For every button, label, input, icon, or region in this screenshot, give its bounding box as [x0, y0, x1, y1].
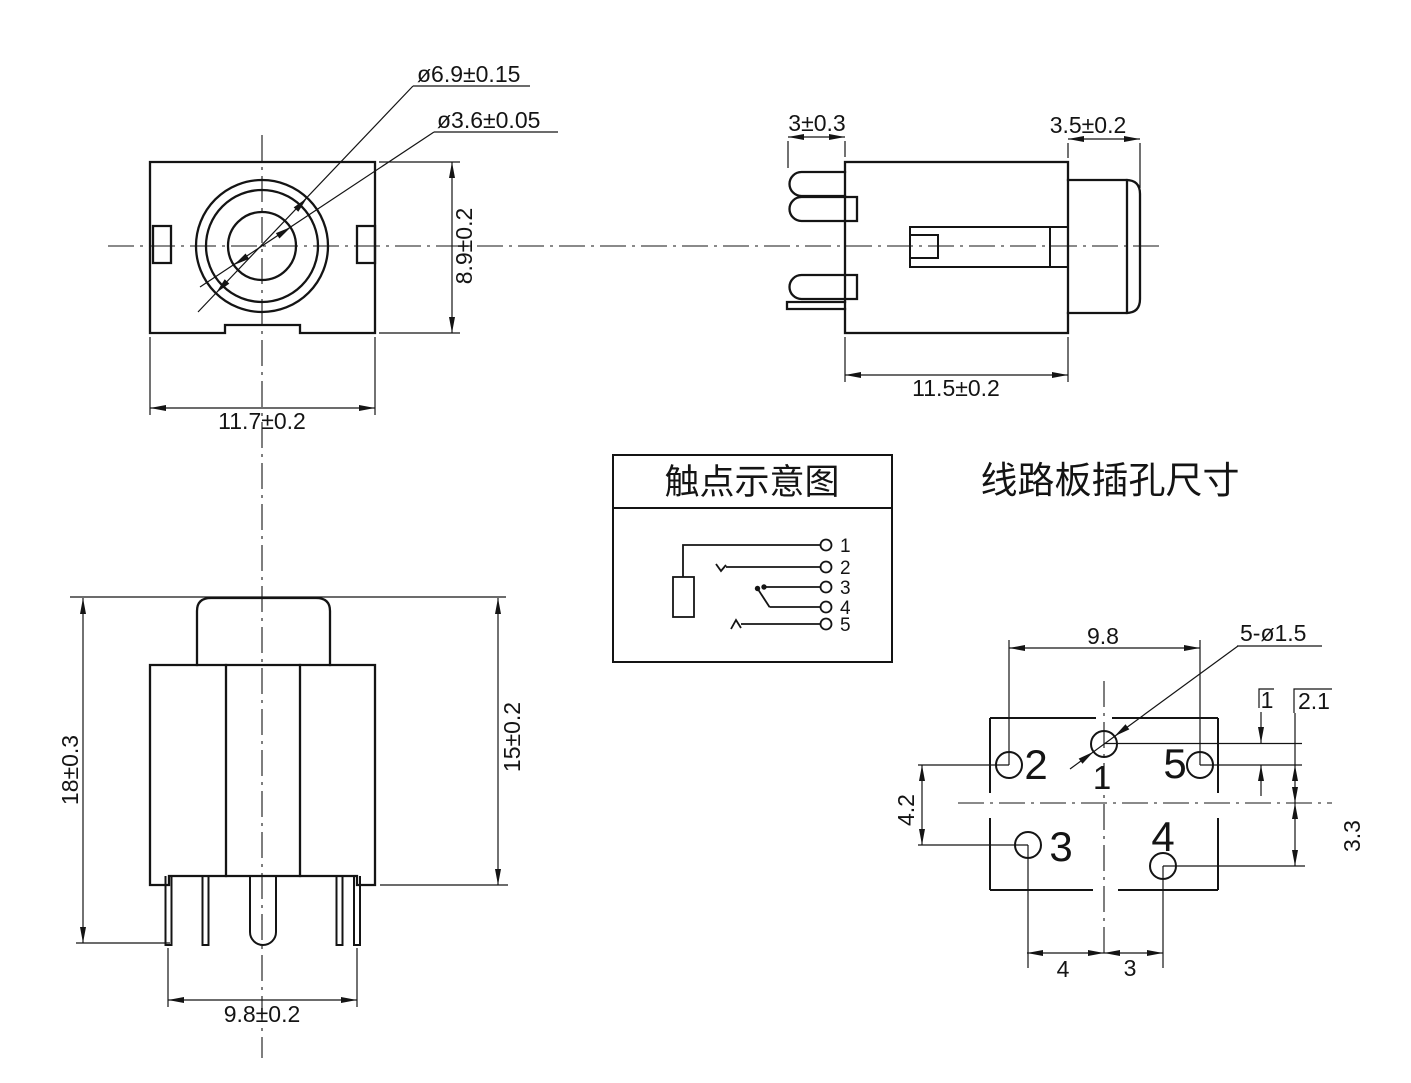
dim-row-offset-right: 3.3 [1339, 820, 1365, 852]
terminal-circle-1 [819, 538, 833, 552]
dim-front-height: 8.9±0.2 [451, 208, 477, 285]
terminal-label-2: 2 [840, 558, 851, 579]
dim-front-width: 11.7±0.2 [218, 408, 306, 434]
pad-label-2: 2 [1024, 741, 1047, 788]
dim-offset-2: 2.1 [1298, 688, 1330, 714]
switch-arm [756, 588, 771, 608]
terminal-circle-5 [819, 617, 833, 631]
contact-box [612, 454, 893, 663]
front-left-tab [151, 224, 173, 265]
wire-terminal-1 [682, 544, 821, 577]
dim-offset-1: 1 [1261, 687, 1274, 713]
bottom-view: 18±0.3 15±0.2 9.8±0.2 [57, 596, 525, 1027]
pad-label-1: 1 [1093, 759, 1111, 796]
side-pin-top [788, 170, 847, 198]
front-body-outline [148, 160, 377, 335]
contact-diagram-title: 触点示意图 [664, 463, 839, 502]
side-pin-flat [785, 300, 847, 311]
inner-circle [226, 210, 298, 282]
dim-tip: 3.5±0.2 [1050, 112, 1127, 138]
dim-body-height: 15±0.2 [499, 702, 525, 772]
outer-circle [194, 178, 330, 314]
side-barrel [1066, 178, 1142, 315]
dim-overall-height: 18±0.3 [57, 735, 83, 805]
front-view: ø6.9±0.15 ø3.6±0.05 8.9±0.2 11.7±0.2 [148, 61, 558, 434]
terminal-circle-3 [819, 580, 833, 594]
terminal-label-5: 5 [840, 615, 851, 636]
bottom-pin-2 [201, 876, 210, 946]
ref-bracket [1293, 688, 1332, 713]
contact-hook-5 [730, 618, 742, 630]
dim-hole-pitch: 9.8 [1087, 623, 1119, 649]
leader-hole-spec [1069, 645, 1239, 770]
dim-outer-diameter: ø6.9±0.15 [417, 61, 520, 87]
bottom-pin-5 [353, 876, 361, 946]
side-slot [909, 226, 1068, 268]
pad-label-5: 5 [1163, 740, 1186, 787]
bottom-cap [195, 596, 332, 667]
dim-hole-spec: 5-ø1.5 [1240, 620, 1306, 646]
leader-outer-dia [197, 85, 414, 313]
dim-bottom-right: 3 [1124, 955, 1137, 981]
pcb-layout-title: 线路板插孔尺寸 [981, 460, 1240, 501]
dim-body-length: 11.5±0.2 [912, 375, 1000, 401]
side-pin-upper [788, 195, 859, 223]
terminal-label-4: 4 [840, 598, 851, 619]
bottom-body-outline [148, 663, 377, 887]
side-body-outline [843, 160, 1070, 335]
terminal-circle-2 [819, 560, 833, 574]
terminal-label-3: 3 [840, 578, 851, 599]
dim-pin-length: 3±0.3 [788, 110, 845, 136]
terminal-label-1: 1 [840, 536, 851, 557]
bottom-pin-center [249, 876, 277, 946]
middle-circle [204, 188, 320, 304]
dim-pin-span: 9.8±0.2 [224, 1001, 301, 1027]
side-slot-inner [910, 234, 939, 259]
dim-row-offset-left: 4.2 [893, 794, 919, 826]
pcb-layout: 线路板插孔尺寸 9.8 [893, 460, 1365, 982]
contact-hook-2 [715, 563, 727, 573]
front-right-tab [355, 224, 377, 265]
terminal-circle-4 [819, 600, 833, 614]
pad-label-4: 4 [1151, 813, 1174, 860]
side-view: 3±0.3 3.5±0.2 11.5±0.2 [785, 110, 1142, 401]
side-pin-lower [788, 273, 859, 301]
dim-bottom-left: 4 [1057, 956, 1070, 982]
ref-bracket [1258, 688, 1274, 708]
dim-inner-diameter: ø3.6±0.05 [437, 107, 540, 133]
bottom-pin-1 [164, 876, 173, 946]
contact-diagram: 触点示意图 1 2 3 4 5 [612, 454, 893, 663]
bottom-pin-4 [335, 876, 344, 946]
pad-label-3: 3 [1049, 823, 1072, 870]
